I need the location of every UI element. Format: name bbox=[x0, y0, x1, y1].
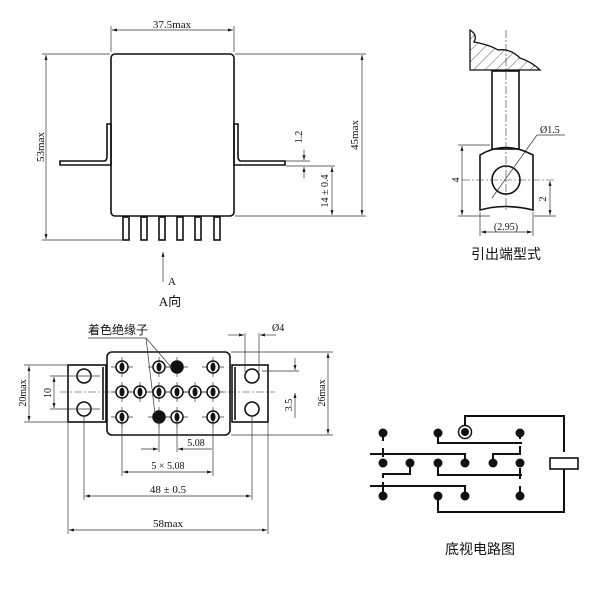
row-pitch-label: 3.5 bbox=[284, 399, 295, 412]
bottom-view: 着色绝缘子 Ø4 20max 10 3.5 26max 5.08 bbox=[18, 322, 333, 534]
terminal-dot bbox=[378, 491, 388, 501]
insulator-note: 着色绝缘子 bbox=[88, 322, 148, 337]
mount-flange-left bbox=[59, 123, 112, 166]
body-depth-label: 26max bbox=[317, 379, 328, 406]
lug-width-label: (2.95) bbox=[494, 222, 518, 233]
mount-hole bbox=[244, 368, 260, 384]
terminal-pins bbox=[122, 216, 221, 241]
total-height-label: 53max bbox=[35, 132, 47, 162]
terminal-dot bbox=[433, 491, 443, 501]
relay-base bbox=[106, 351, 231, 436]
flange-width-label: 20max bbox=[18, 379, 29, 406]
terminal-caption: 引出端型式 bbox=[471, 247, 541, 263]
terminal-dot bbox=[515, 428, 525, 438]
pin-pitch-label: 5.08 bbox=[187, 438, 205, 449]
relay-body bbox=[110, 53, 235, 217]
view-caption: A向 bbox=[159, 294, 181, 309]
terminal-dot bbox=[378, 458, 388, 468]
bottom-pins bbox=[111, 357, 224, 427]
terminal-dot bbox=[488, 458, 498, 468]
hole-spacing-label: 10 bbox=[43, 388, 54, 398]
terminal-dot bbox=[433, 428, 443, 438]
body-height-label: 45max bbox=[349, 120, 361, 150]
circuit-terminals bbox=[378, 428, 525, 501]
flange-height-label: 14 ± 0.4 bbox=[320, 175, 331, 208]
mount-hole bbox=[244, 401, 260, 417]
terminal-dot bbox=[515, 458, 525, 468]
mount-plate-left bbox=[67, 364, 107, 423]
circuit-caption: 底视电路图 bbox=[445, 542, 515, 558]
terminal-dot bbox=[460, 491, 470, 501]
base-section-hatch bbox=[469, 28, 542, 71]
terminal-shank bbox=[491, 70, 520, 150]
terminal-dot bbox=[405, 458, 415, 468]
terminal-dot bbox=[515, 491, 525, 501]
mount-spacing-label: 48 ± 0.5 bbox=[150, 484, 187, 496]
terminal-lug bbox=[479, 146, 534, 212]
mount-plate-right bbox=[231, 364, 269, 423]
pin-span-label: 5 × 5.08 bbox=[151, 461, 184, 472]
mount-flange-right bbox=[233, 123, 286, 166]
relay-coil bbox=[549, 457, 579, 470]
total-length-label: 58max bbox=[153, 518, 183, 530]
view-arrow-label: A bbox=[168, 276, 176, 288]
hole-diameter-label: Ø1.5 bbox=[540, 125, 560, 136]
terminal-detail: Ø1.5 4 2 (2.95) 引出端型式 bbox=[451, 28, 565, 263]
hole-offset-label: 2 bbox=[538, 197, 549, 202]
flange-thickness-label: 1.2 bbox=[294, 131, 305, 144]
terminal-dot bbox=[433, 458, 443, 468]
lug-height-label: 4 bbox=[451, 178, 462, 183]
width-label: 37.5max bbox=[153, 19, 192, 31]
mount-hole-label: Ø4 bbox=[272, 323, 284, 334]
circuit-diagram: 底视电路图 bbox=[370, 415, 579, 558]
terminal-dot bbox=[378, 428, 388, 438]
terminal-dot bbox=[460, 458, 470, 468]
front-view: 37.5max 53max 45max 1.2 14 ± 0.4 A A向 bbox=[35, 19, 366, 309]
